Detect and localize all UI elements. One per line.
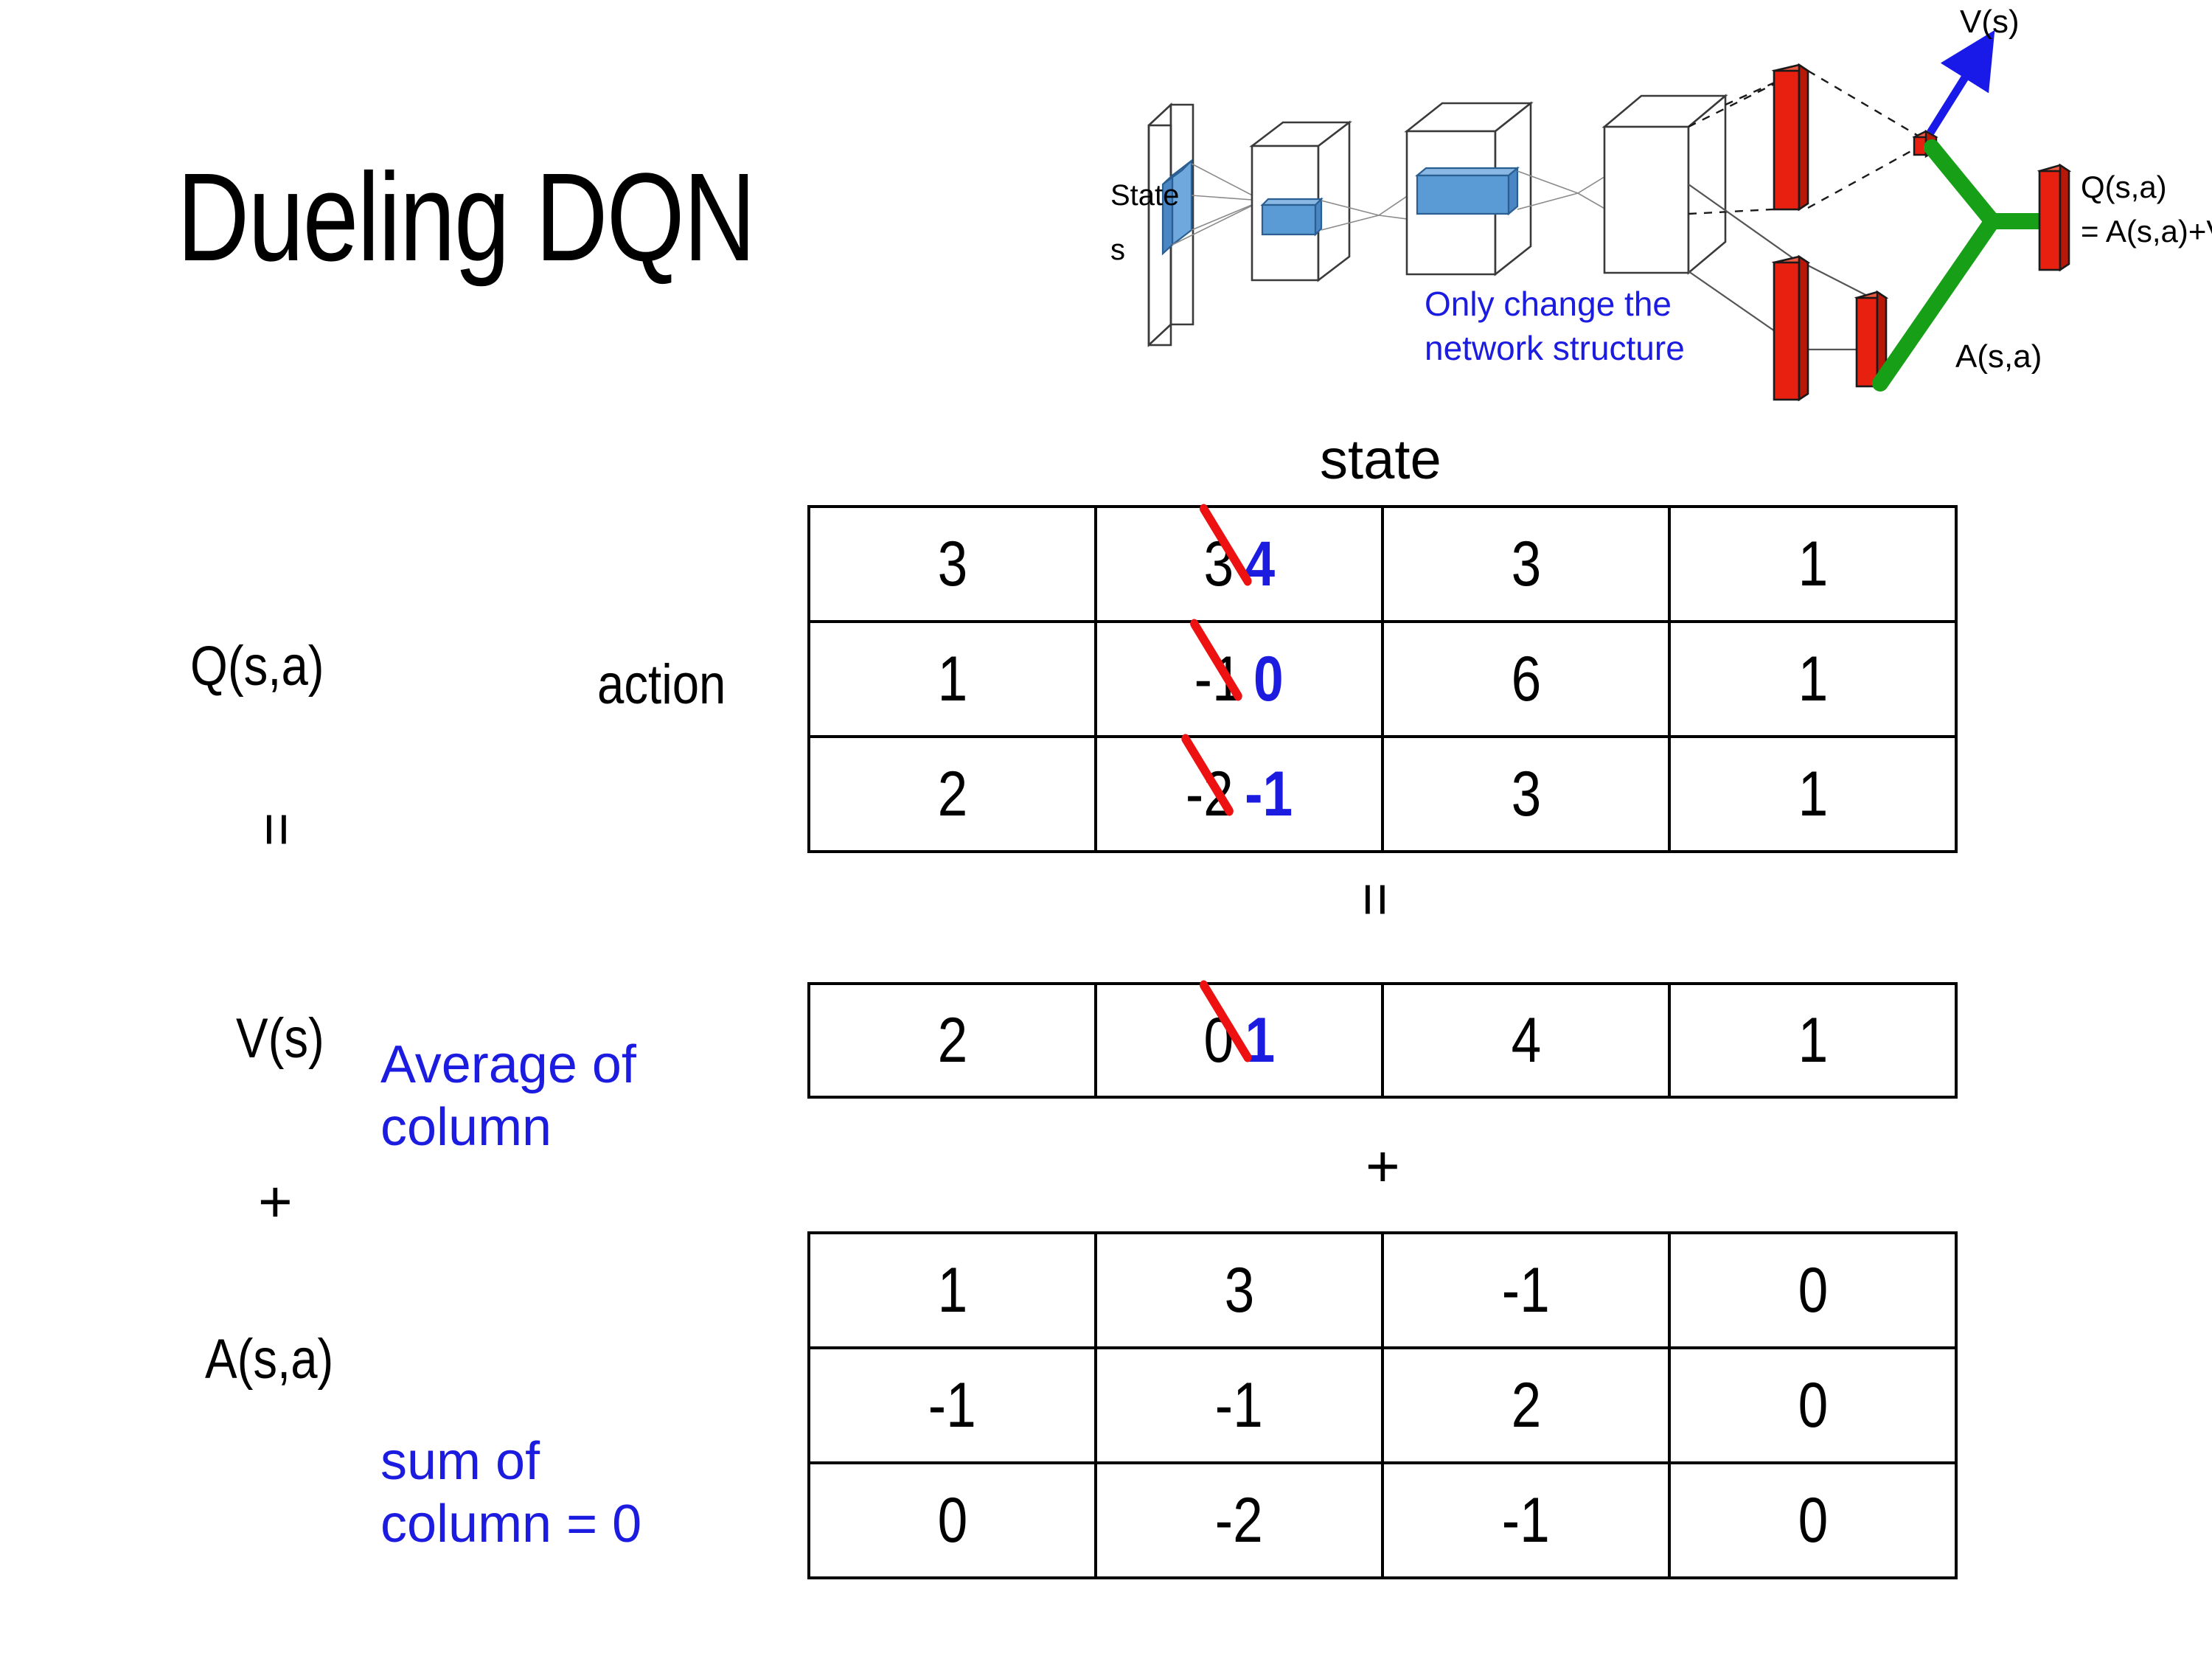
conv-layer-3-icon <box>1601 94 1728 275</box>
table-cell: 0 <box>1668 1231 1958 1349</box>
table-cell: -1 <box>1381 1461 1671 1579</box>
diagram-state-label-line2: s <box>1110 234 1125 266</box>
table-cell: 0 <box>1668 1461 1958 1579</box>
input-plane-icon <box>1147 102 1194 347</box>
average-of-column-note: Average of column <box>380 1035 636 1157</box>
merge-connector-icon <box>1872 139 2051 392</box>
struck-out-value: 3 <box>1199 504 1252 601</box>
diagram-note-line1: Only change the <box>1425 285 1672 323</box>
table-cell: -1 <box>807 1346 1097 1464</box>
equals-operator-left: = <box>244 812 310 847</box>
diagram-state-label-line1: State <box>1110 179 1179 212</box>
table-cell: -2 <box>1094 1461 1384 1579</box>
diagram-v-label: V(s) <box>1960 4 2020 40</box>
table-cell: 3 <box>1094 1231 1384 1349</box>
sum-of-column-note: sum of column = 0 <box>380 1432 642 1554</box>
value-stream-bar-icon <box>1771 63 1811 212</box>
q-output-bar-icon <box>2037 163 2072 272</box>
table-cell: 2 <box>1381 1346 1671 1464</box>
table-cell: 4 <box>1381 982 1671 1099</box>
table-cell: 1 <box>1668 735 1958 853</box>
value-node-icon <box>1912 129 1938 159</box>
table-cell: -2-1 <box>1094 734 1384 853</box>
receptive-field-block-icon <box>1161 159 1193 256</box>
table-cell: 1 <box>1668 620 1958 738</box>
action-axis-label: action <box>597 653 726 716</box>
a-function-label: A(s,a) <box>205 1328 334 1391</box>
diagram-note-line2: network structure <box>1425 329 1685 367</box>
struck-out-value: 0 <box>1199 980 1252 1077</box>
table-cell: 0 <box>807 1461 1097 1579</box>
table-cell: -1 <box>1381 1231 1671 1349</box>
table-cell: 0 <box>1668 1346 1958 1464</box>
table-cell: 1 <box>807 620 1097 738</box>
replacement-value: -1 <box>1245 758 1293 830</box>
state-axis-label: state <box>1320 428 1441 491</box>
advantage-stream-bar-icon <box>1771 254 1811 402</box>
table-cell: 1 <box>807 1231 1097 1349</box>
connection-lines-3 <box>1517 169 1617 216</box>
q-function-label: Q(s,a) <box>190 635 324 698</box>
replacement-value: 0 <box>1253 643 1284 714</box>
table-cell: 2 <box>807 735 1097 853</box>
plus-operator-left: + <box>258 1169 293 1234</box>
value-output-arrow-icon <box>1927 29 1995 135</box>
v-function-label: V(s) <box>236 1007 324 1070</box>
feature-block-1-icon <box>1260 197 1324 237</box>
table-cell: 3 <box>1381 735 1671 853</box>
diagram-q-label-line2: = A(s,a)+V(s) <box>2081 214 2212 248</box>
struck-out-value: -1 <box>1190 619 1243 716</box>
table-cell: -1 <box>1094 1346 1384 1464</box>
dueling-network-diagram: State s V(s) A(s,a) Q(s,a) = A(s,a)+V(s)… <box>1062 0 2212 413</box>
feature-block-2-icon <box>1414 166 1520 216</box>
diagram-q-label-line1: Q(s,a) <box>2081 170 2167 204</box>
table-cell: 3 <box>1381 505 1671 623</box>
replacement-value: 4 <box>1245 528 1275 599</box>
replacement-value: 1 <box>1245 1004 1275 1076</box>
table-cell: 2 <box>807 982 1097 1099</box>
table-cell: 1 <box>1668 982 1958 1099</box>
table-cell: 1 <box>1668 505 1958 623</box>
equals-operator-mid: = <box>1343 882 1409 917</box>
table-cell: 6 <box>1381 620 1671 738</box>
plus-operator-mid: + <box>1366 1133 1400 1199</box>
diagram-a-label: A(s,a) <box>1955 338 2042 375</box>
table-cell: 3 <box>807 505 1097 623</box>
page-title: Dueling DQN <box>177 147 756 288</box>
struck-out-value: -2 <box>1181 734 1234 831</box>
